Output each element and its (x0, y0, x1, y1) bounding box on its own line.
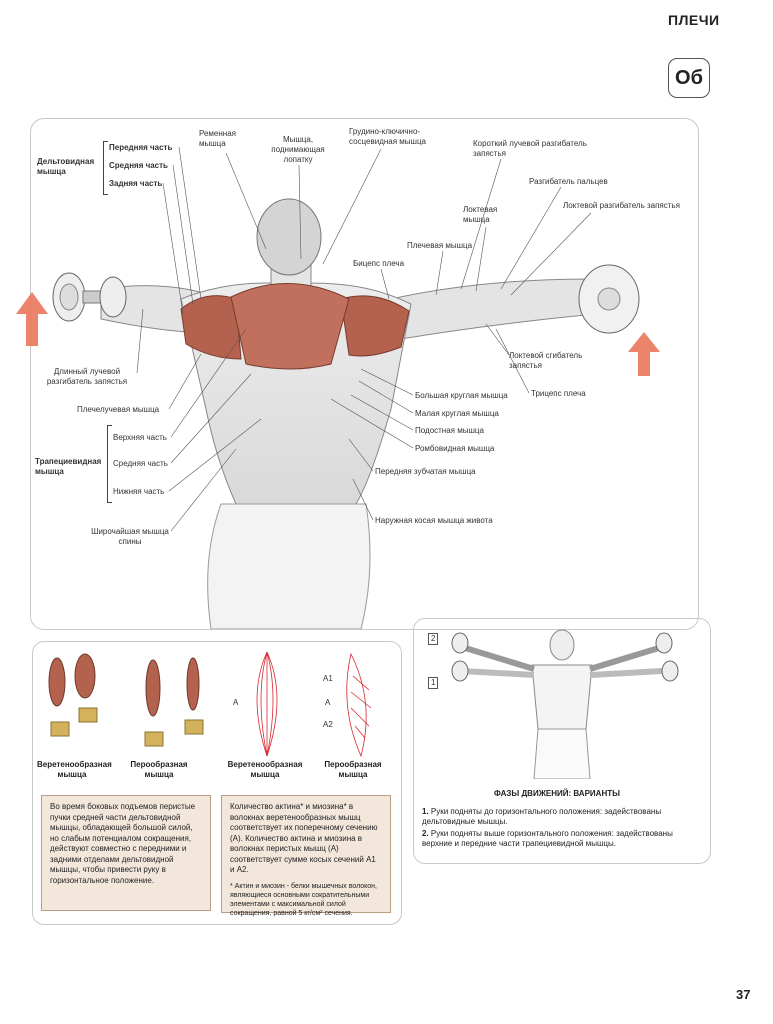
shorts (207, 503, 371, 629)
right-deltoid (340, 295, 410, 357)
ecrl-label: Длинный лучевой разгибатель запястья (46, 367, 128, 386)
sternocleidomastoid-label: Грудино-ключично-сосцевидная мышца (349, 127, 426, 146)
trapezius-lower-label: Нижняя часть (113, 487, 165, 496)
section-badge: Об (668, 58, 710, 98)
phase-item-2-text: Руки подняты выше горизонтального положе… (422, 829, 673, 848)
phase-item-2: 2. Руки подняты выше горизонтального пол… (422, 829, 704, 849)
caption-pennate-2: Перообразная мышца (324, 760, 382, 779)
caption-fusiform-2: Веретенообразная мышца (227, 760, 303, 779)
caption-fusiform-1: Веретенообразная мышца (37, 760, 112, 779)
caption-pennate-1: Перообразная мышца (130, 760, 188, 779)
teres-minor-label: Малая круглая мышца (415, 409, 499, 418)
fusiform-fiber-diagram (256, 651, 278, 757)
page-number: 37 (736, 987, 751, 1002)
oblique-label: Наружная косая мышца живота (375, 516, 493, 525)
splenius-label: Ременная мышца (199, 129, 236, 148)
trapezius-upper (230, 283, 350, 370)
ecu-label: Локтевой разгибатель запястья (563, 201, 680, 210)
text-box-right: Количество актина* и миозина* в волокнах… (221, 795, 391, 917)
trapezius-upper-label: Верхняя часть (113, 433, 167, 442)
phase-marker-2: 2 (428, 633, 439, 645)
anatomy-figure-panel: Дельтовидная мышца Передняя часть Средня… (30, 118, 699, 630)
phase-item-1: 1. Руки подняты до горизонтального полож… (422, 807, 704, 827)
text-left: Во время боковых подъемов перистые пучки… (50, 802, 196, 885)
trapezius-bracket (107, 425, 112, 503)
diagram-label-a1: A1 (323, 674, 333, 683)
deltoid-anterior-label: Передняя часть (109, 143, 173, 152)
text-box-left: Во время боковых подъемов перистые пучки… (41, 795, 211, 911)
phases-title: ФАЗЫ ДВИЖЕНИЙ: ВАРИАНТЫ (494, 789, 620, 798)
infraspinatus-label: Подостная мышца (415, 426, 484, 435)
head (256, 198, 322, 276)
serratus-label: Передняя зубчатая мышца (375, 467, 476, 476)
diagram-label-a-left: A (233, 698, 239, 707)
arrow-up-left-icon (16, 292, 48, 346)
muscle-fiber-diagrams (48, 651, 372, 758)
left-deltoid (180, 295, 242, 360)
left-dumbbell-icon (52, 272, 127, 322)
text-right: Количество актина* и миозина* в волокнах… (230, 802, 378, 874)
movement-phases-panel: 2 1 ФАЗЫ ДВИЖЕНИЙ: ВАРИАНТЫ 1. Руки подн… (413, 618, 711, 864)
muscle-types-panel: A A1 A A2 Веретенообразная мышца Перообр… (32, 641, 402, 925)
latissimus-label: Широчайшая мышца спины (91, 527, 169, 546)
phase-item-2-num: 2. (422, 829, 429, 838)
finger-extensor-label: Разгибатель пальцев (529, 177, 608, 186)
phase-item-1-text: Руки подняты до горизонтального положени… (422, 807, 662, 826)
deltoid-posterior-label: Задняя часть (109, 179, 163, 188)
brachioradialis-label: Плечелучевая мышца (77, 405, 160, 414)
fcu-label: Локтевой сгибатель запястья (509, 351, 583, 370)
deltoid-title: Дельтовидная мышца (37, 157, 95, 176)
phase-marker-1: 1 (428, 677, 439, 689)
trapezius-title: Трапециевидная мышца (35, 457, 102, 476)
teres-major-label: Большая круглая мышца (415, 391, 508, 400)
biceps-label: Бицепс плеча (353, 259, 405, 268)
pennate-fiber-diagram (346, 652, 372, 758)
diagram-label-a-right: A (325, 698, 331, 707)
right-dumbbell-icon (578, 264, 640, 334)
arrow-up-right-icon (628, 332, 660, 376)
triceps-label: Трицепс плеча (531, 389, 586, 398)
page-title: ПЛЕЧИ (668, 12, 720, 28)
diagram-label-a2: A2 (323, 720, 333, 729)
deltoid-bracket (103, 141, 108, 195)
brachialis-label: Плечевая мышца (407, 241, 473, 250)
rhomboid-label: Ромбовидная мышца (415, 444, 495, 453)
ecrb-label: Короткий лучевой разгибатель запястья (473, 139, 587, 158)
trapezius-middle-label: Средняя часть (113, 459, 168, 468)
deltoid-middle-label: Средняя часть (109, 161, 168, 170)
lateral-raise-figure (451, 629, 679, 779)
levator-scapulae-label: Мышца, поднимающая лопатку (271, 135, 325, 164)
fusiform-muscle-illustration (48, 653, 98, 737)
phase-item-1-num: 1. (422, 807, 429, 816)
right-arm (390, 278, 597, 340)
anconeus-label: Локтевая мышца (463, 205, 498, 224)
footnote: * Актин и миозин - белки мышечных волоко… (230, 882, 377, 917)
pennate-muscle-illustration (144, 657, 204, 747)
